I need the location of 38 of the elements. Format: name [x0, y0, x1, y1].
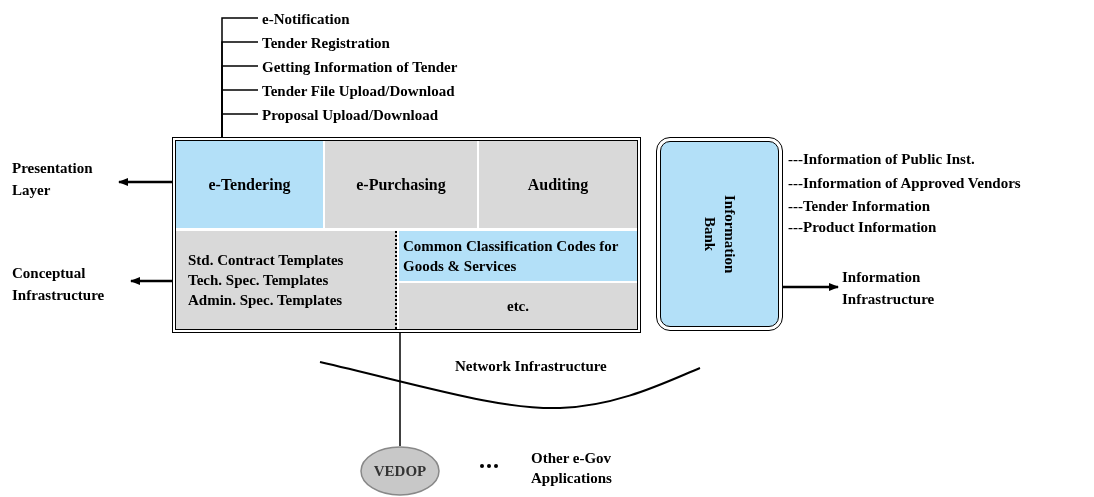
info-item: ---Information of Approved Vendors: [788, 174, 1021, 193]
arrow: [130, 277, 172, 285]
node-text: Getting Information of Tender: [262, 58, 458, 76]
node-text: Presentation Layer: [12, 159, 94, 200]
node-text: Tender File Upload/Download: [262, 82, 455, 100]
information-bank-box: [656, 137, 783, 331]
template-cell: [176, 231, 397, 329]
arrow: [783, 283, 839, 291]
info-item: ---Product Information: [788, 218, 937, 237]
info-item: ---Tender Information: [788, 197, 931, 216]
arrow: [118, 178, 172, 186]
system-box: [172, 137, 641, 333]
module-cell: [479, 141, 637, 228]
node-text: Information Infrastructure: [842, 268, 936, 309]
module-cell: [325, 141, 477, 228]
application-ellipse: [360, 446, 440, 496]
connector-line: [399, 332, 401, 447]
module-cell: [176, 141, 323, 228]
connector-line: [221, 113, 259, 138]
node-text: e-Tendering: [208, 174, 291, 196]
network-label: Network Infrastructure: [455, 357, 607, 376]
node-text: Proposal Upload/Download: [262, 106, 438, 124]
node-text: Tech. Spec. Templates: [188, 271, 330, 290]
node-text: Tender Registration: [262, 34, 390, 52]
application-label: Other e-Gov Applications: [531, 449, 613, 488]
node-text: e-Purchasing: [356, 174, 446, 196]
node-text: Common Classification Codes for Goods & Services: [403, 237, 620, 276]
node-text: Conceptual Infrastructure: [12, 264, 106, 305]
classification-cell: [399, 231, 637, 281]
node-text: Admin. Spec. Templates: [188, 291, 344, 310]
vertical-label: Information Bank: [700, 193, 739, 276]
node-text: Std. Contract Templates: [188, 251, 345, 270]
info-item: ---Information of Public Inst.: [788, 150, 975, 169]
node-text: Auditing: [527, 174, 589, 196]
node-text: e-Notification: [262, 10, 350, 28]
etc-cell: [399, 283, 637, 329]
node-text: etc.: [506, 296, 530, 316]
node-text: VEDOP: [373, 461, 427, 481]
